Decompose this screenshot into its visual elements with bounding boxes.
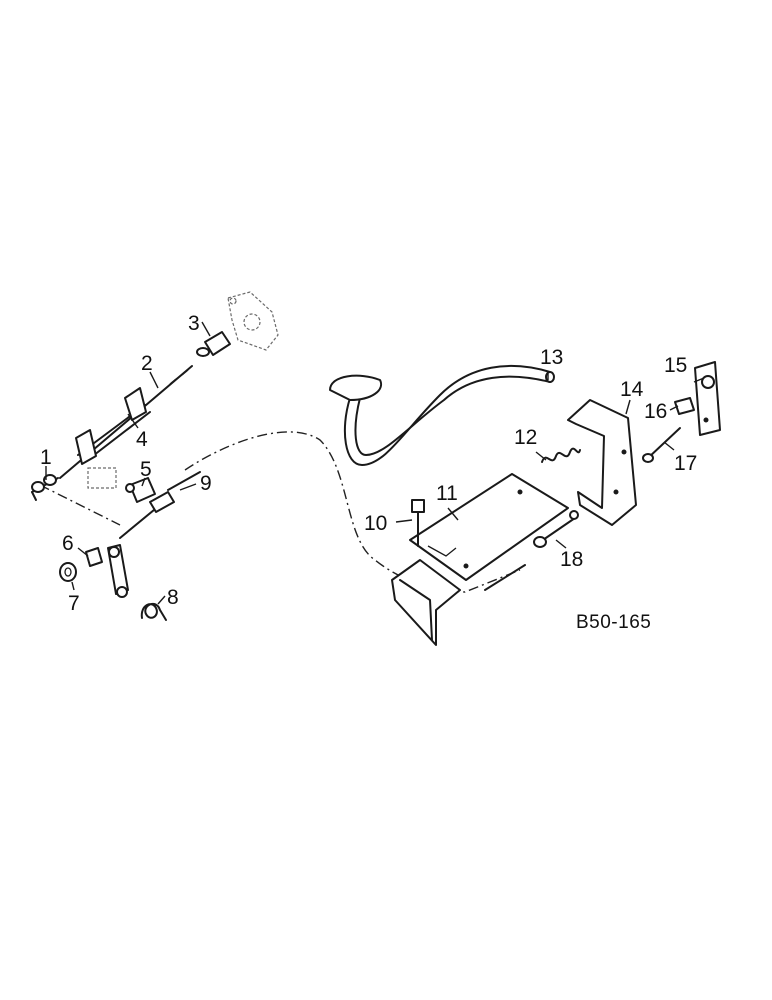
callout-5: 5: [140, 458, 152, 481]
callout-11: 11: [436, 482, 458, 505]
mounting-block: [87, 467, 117, 489]
link-rod: [484, 564, 526, 591]
callout-15: 15: [664, 354, 687, 377]
callout-17: 17: [674, 452, 697, 475]
callout-6: 6: [62, 532, 74, 555]
torsion-spring-part-8: [140, 602, 167, 621]
callout-14: 14: [620, 378, 644, 401]
pin-part-6: [85, 547, 103, 567]
threaded-rod-part-2: [59, 365, 193, 479]
pin-part-16: [674, 397, 695, 415]
governor-housing: [227, 291, 279, 351]
callout-10: 10: [364, 512, 387, 535]
bushing-part-3: [196, 331, 231, 357]
bolt-part-18: [533, 510, 579, 548]
reference-code: B50-165: [576, 612, 651, 633]
callout-1: 1: [40, 446, 52, 469]
lever-arm: [107, 544, 129, 598]
nut-part-1: [31, 474, 57, 493]
callout-4: 4: [136, 428, 148, 451]
callout-2: 2: [141, 352, 153, 375]
bolt-part-17: [642, 427, 681, 463]
floor-panel: [391, 559, 461, 646]
callout-18: 18: [560, 548, 583, 571]
control-cable-part-9: [119, 471, 201, 539]
callout-3: 3: [188, 312, 200, 335]
bolt-part-10: [411, 499, 425, 547]
callout-7: 7: [68, 592, 80, 615]
linkage-bracket-part-4: [31, 387, 151, 501]
floor-plate-part-11: [409, 473, 569, 581]
callout-12: 12: [514, 426, 537, 449]
support-bracket-part-14: [567, 399, 637, 526]
callout-16: 16: [644, 400, 667, 423]
return-spring-part-12: [541, 447, 581, 463]
swivel-part-5: [125, 477, 156, 503]
pedal-part-13: [329, 364, 555, 466]
callout-13: 13: [540, 346, 563, 369]
callout-8: 8: [167, 586, 179, 609]
leader-lines: [45, 321, 705, 605]
mounting-plate-part-15: [694, 361, 721, 436]
callout-9: 9: [200, 472, 212, 495]
bushing-part-7: [59, 562, 77, 582]
